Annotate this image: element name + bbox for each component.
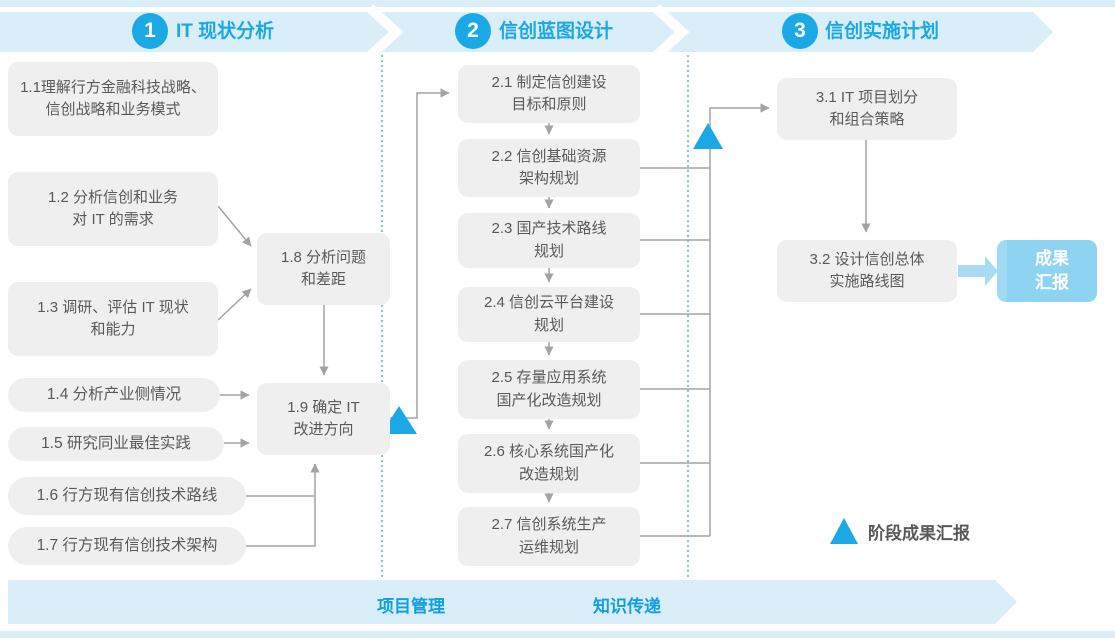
phase-2-number-badge: 2 — [455, 13, 491, 49]
box-1-7: 1.7 行方现有信创技术架构 — [8, 527, 246, 565]
box-1-2: 1.2 分析信创和业务 对 IT 的需求 — [8, 172, 218, 246]
connector-lines — [217, 88, 871, 547]
top-edge-strip — [0, 0, 1115, 7]
phase-3-title: 信创实施计划 — [825, 21, 940, 42]
box-1-1: 1.1理解行方金融科技战略、 信创战略和业务模式 — [8, 62, 218, 136]
box-1-8: 1.8 分析问题 和差距 — [257, 233, 390, 305]
box-1-3: 1.3 调研、评估 IT 现状 和能力 — [8, 282, 218, 356]
box-3-1: 3.1 IT 项目划分 和组合策略 — [777, 78, 957, 140]
result-arrow-icon — [958, 256, 998, 286]
box-1-4: 1.4 分析产业侧情况 — [8, 378, 220, 412]
footer-label-knowledge-transfer: 知识传递 — [593, 597, 661, 616]
box-2-7: 2.7 信创系统生产 运维规划 — [458, 507, 640, 566]
footer-banner-arrow — [8, 580, 1017, 624]
box-3-2: 3.2 设计信创总体 实施路线图 — [777, 240, 957, 302]
box-2-4: 2.4 信创云平台建设 规划 — [458, 287, 640, 342]
footer-label-project-management: 项目管理 — [377, 597, 445, 616]
phase-1-number-badge: 1 — [132, 13, 168, 49]
box-2-1: 2.1 制定信创建设 目标和原则 — [458, 65, 640, 123]
box-1-5: 1.5 研究同业最佳实践 — [8, 427, 224, 461]
result-report-box: 成果 汇报 — [997, 240, 1097, 302]
box-1-6: 1.6 行方现有信创技术路线 — [8, 477, 246, 515]
bottom-edge-strip — [0, 631, 1115, 638]
box-1-9: 1.9 确定 IT 改进方向 — [257, 383, 390, 455]
box-2-5: 2.5 存量应用系统 国产化改造规划 — [458, 360, 640, 419]
milestone-triangle-icon — [381, 406, 417, 434]
box-2-6: 2.6 核心系统国产化 改造规划 — [458, 434, 640, 493]
milestone-triangle-icon — [693, 123, 723, 149]
banner-chevron-divider-icon — [652, 4, 690, 60]
box-2-3: 2.3 国产技术路线 规划 — [458, 213, 640, 268]
phase-1-title: IT 现状分析 — [176, 21, 275, 42]
phase-3-number-badge: 3 — [782, 13, 818, 49]
box-2-2: 2.2 信创基础资源 架构规划 — [458, 139, 640, 197]
phase-2-title: 信创蓝图设计 — [499, 21, 614, 42]
banner-chevron-divider-icon — [366, 4, 404, 60]
legend-triangle-icon — [830, 518, 858, 544]
legend-label: 阶段成果汇报 — [868, 524, 970, 543]
